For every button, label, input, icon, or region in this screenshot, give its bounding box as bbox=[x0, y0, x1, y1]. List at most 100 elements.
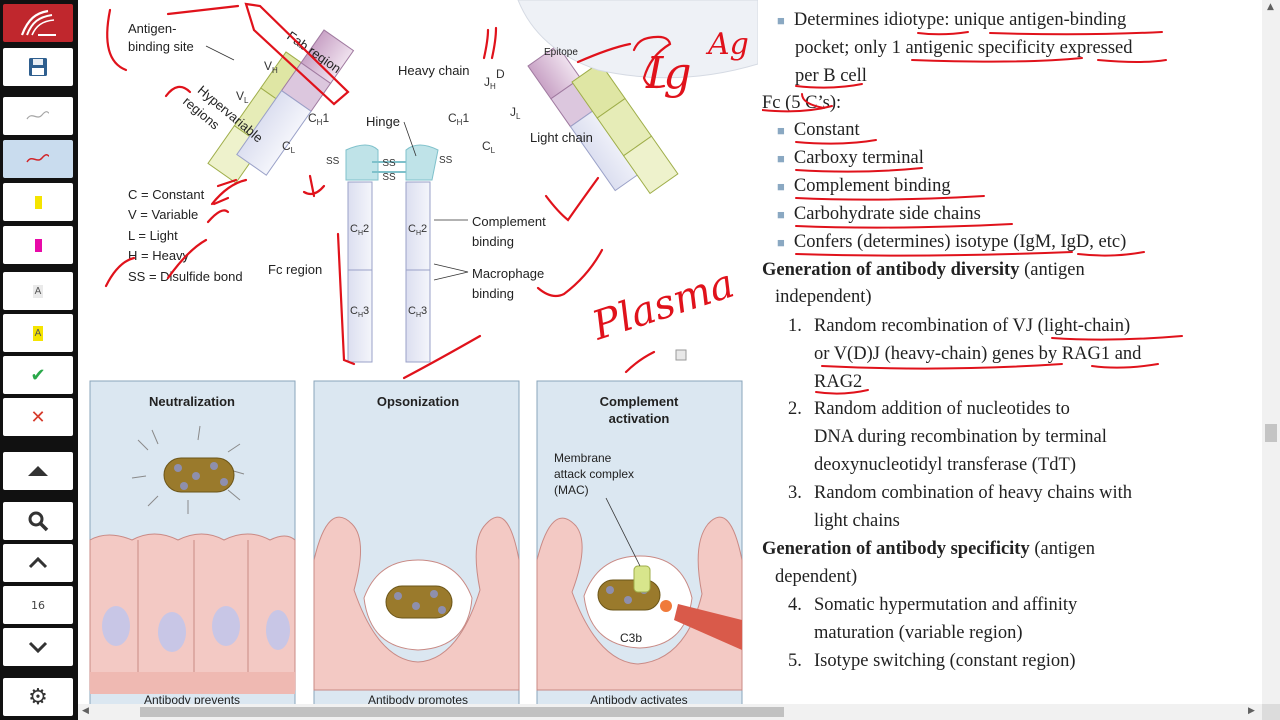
notes-column: ■Determines idiotype: unique antigen-bin… bbox=[762, 0, 1218, 704]
ss-bond-label-2: SS bbox=[382, 172, 396, 183]
diversity-heading: Generation of antibody diversity (antige… bbox=[762, 260, 1085, 280]
legend-variable: V = Variable bbox=[128, 207, 198, 222]
diversity-item-3-line-2: light chains bbox=[814, 511, 900, 531]
right-hinge bbox=[405, 144, 439, 181]
annotator-logo[interactable] bbox=[3, 4, 73, 42]
text-tool[interactable]: A bbox=[3, 272, 73, 310]
fc-item-constant: ■Constant bbox=[777, 120, 860, 140]
diversity-heading-line-2: independent) bbox=[775, 287, 872, 307]
confirm-button[interactable]: ✔ bbox=[3, 356, 73, 394]
left-heavy-chain bbox=[236, 29, 355, 176]
notes-ink-annotations bbox=[762, 31, 1183, 395]
panel-title-opsonization: Opsonization bbox=[377, 394, 459, 409]
panel-title-neutralization: Neutralization bbox=[149, 394, 235, 409]
panel-caption-opsonization: Antibody promotes bbox=[368, 693, 468, 704]
page-number: 16 bbox=[31, 598, 45, 612]
cancel-button[interactable]: ✕ bbox=[3, 398, 73, 436]
text-tool-label: A bbox=[32, 284, 44, 298]
macrophage-binding-label: Macrophage binding bbox=[472, 266, 548, 301]
scroll-left-arrow-icon[interactable]: ◀ bbox=[82, 706, 89, 716]
specificity-item-4-line-1: Somatic hypermutation and affinity bbox=[814, 595, 1078, 615]
text-highlight-tool[interactable]: A bbox=[3, 314, 73, 352]
specificity-item-5-number: 5. bbox=[788, 651, 802, 671]
settings-button[interactable]: ⚙ bbox=[3, 678, 73, 716]
cl-right-label: CL bbox=[482, 139, 496, 155]
next-page-button[interactable] bbox=[3, 628, 73, 666]
pen-thin-tool[interactable] bbox=[3, 97, 73, 135]
scroll-right-arrow-icon[interactable]: ▶ bbox=[1248, 706, 1255, 716]
close-icon: ✕ bbox=[30, 406, 46, 428]
left-hinge bbox=[345, 144, 379, 181]
antibody-figure: SS SS SS SS VH VL CH1 CL CH1 CL JH D JL … bbox=[89, 0, 758, 704]
hinge-label: Hinge bbox=[366, 114, 400, 129]
ss-bond-label-1: SS bbox=[382, 158, 396, 169]
ss-right-label: SS bbox=[439, 155, 453, 166]
search-icon bbox=[28, 511, 49, 532]
previous-page-button[interactable] bbox=[3, 544, 73, 582]
specificity-item-4-line-2: maturation (variable region) bbox=[814, 623, 1023, 643]
vertical-scroll-thumb[interactable] bbox=[1265, 424, 1277, 442]
bullet-idiotype-line-1: ■Determines idiotype: unique antigen-bin… bbox=[777, 10, 1127, 30]
bullet-idiotype-line-3: per B cell bbox=[795, 66, 867, 86]
highlighter-magenta-tool[interactable] bbox=[3, 226, 73, 264]
fc-item-carbohydrate: ■Carbohydrate side chains bbox=[777, 204, 981, 224]
ch3-left-label: CH3 bbox=[350, 305, 369, 319]
antigen-shape bbox=[517, 0, 758, 79]
legend-constant: C = Constant bbox=[128, 187, 205, 202]
fc-item-complement: ■Complement binding bbox=[777, 176, 951, 196]
diversity-item-1-line-3: RAG2 bbox=[814, 372, 863, 392]
handwriting-ig: Ig bbox=[645, 48, 692, 99]
light-chain-label: Light chain bbox=[530, 130, 593, 145]
save-button[interactable] bbox=[3, 48, 73, 86]
check-icon: ✔ bbox=[30, 364, 46, 386]
panel-caption-complement: Antibody activates bbox=[590, 693, 687, 704]
bullet-idiotype-line-2: pocket; only 1 antigenic specificity exp… bbox=[795, 38, 1133, 58]
panel-title-complement-2: activation bbox=[609, 411, 670, 426]
pen-logo-icon bbox=[20, 9, 56, 36]
handwritten-annotations bbox=[104, 2, 672, 380]
diversity-item-1-number: 1. bbox=[788, 316, 802, 336]
search-button[interactable] bbox=[3, 502, 73, 540]
ch2-left-label: CH2 bbox=[350, 223, 369, 237]
panel-neutralization: Neutralization Antibody prevents bbox=[89, 380, 296, 704]
panel-title-complement: Complement bbox=[600, 394, 679, 409]
ch1-left-label: CH1 bbox=[308, 111, 329, 127]
diversity-item-2-line-3: deoxynucleotidyl transferase (TdT) bbox=[814, 455, 1076, 475]
document-page: SS SS SS SS VH VL CH1 CL CH1 CL JH D JL … bbox=[78, 0, 1218, 704]
antigen-binding-site-label: Antigen- binding site bbox=[128, 21, 194, 54]
specificity-heading: Generation of antibody specificity (anti… bbox=[762, 539, 1095, 559]
specificity-heading-line-2: dependent) bbox=[775, 567, 858, 587]
diversity-item-3-number: 3. bbox=[788, 483, 802, 503]
horizontal-scroll-thumb[interactable] bbox=[140, 707, 784, 717]
specificity-item-5-line-1: Isotype switching (constant region) bbox=[814, 651, 1076, 671]
scrollbar-corner bbox=[1262, 704, 1280, 720]
horizontal-scrollbar[interactable]: ◀ ▶ bbox=[78, 704, 1262, 720]
eject-button[interactable] bbox=[3, 452, 73, 490]
ch3-right-label: CH3 bbox=[408, 305, 427, 319]
panel-caption-neutralization: Antibody prevents bbox=[144, 693, 240, 704]
magenta-swatch-icon bbox=[34, 238, 42, 252]
handwriting-plasma: Plasma bbox=[586, 261, 740, 350]
pen-red-tool[interactable] bbox=[3, 140, 73, 178]
vl-domain-label: VL bbox=[236, 89, 249, 105]
diversity-item-2-line-2: DNA during recombination by terminal bbox=[814, 427, 1107, 447]
legend-ss: SS = Disulfide bond bbox=[128, 269, 243, 284]
page-number-display[interactable]: 16 bbox=[3, 586, 73, 624]
chevron-up-icon bbox=[28, 556, 48, 569]
heavy-chain-label: Heavy chain bbox=[398, 63, 470, 78]
text-highlight-label: A bbox=[32, 325, 44, 341]
panel-complement-activation: Complement activation Membrane attack co… bbox=[536, 380, 743, 704]
right-light-chain bbox=[571, 61, 679, 195]
diversity-item-1-line-1: Random recombination of VJ (light-chain) bbox=[814, 316, 1131, 336]
complement-binding-label: Complement binding bbox=[472, 214, 549, 249]
jl-label: JL bbox=[510, 105, 521, 121]
vertical-scrollbar[interactable]: ▲ bbox=[1262, 0, 1280, 704]
fc-item-isotype: ■Confers (determines) isotype (IgM, IgD,… bbox=[777, 232, 1127, 252]
scroll-up-arrow-icon[interactable]: ▲ bbox=[1267, 2, 1274, 12]
d-segment-label: D bbox=[496, 67, 505, 81]
gear-icon: ⚙ bbox=[28, 684, 48, 710]
highlighter-yellow-tool[interactable] bbox=[3, 183, 73, 221]
fc-stem bbox=[347, 181, 431, 363]
diversity-item-1-line-2: or V(D)J (heavy-chain) genes by RAG1 and bbox=[814, 344, 1142, 364]
panel-opsonization: Opsonization Antibody promotes bbox=[313, 380, 520, 704]
